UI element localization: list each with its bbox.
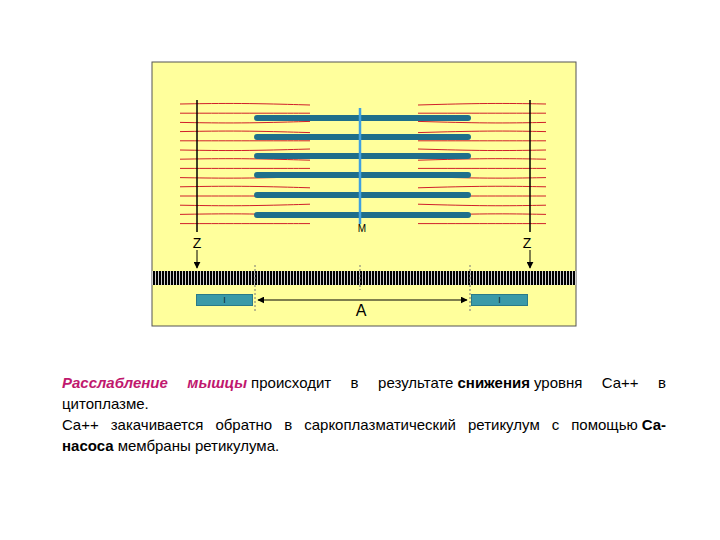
actin-filament bbox=[418, 140, 546, 141]
actin-filament bbox=[180, 186, 310, 188]
myosin-filament bbox=[257, 192, 468, 198]
z-label: Z bbox=[192, 236, 203, 250]
text-run: происходит в результате bbox=[251, 374, 453, 391]
actin-filament bbox=[418, 204, 546, 206]
actin-filament bbox=[418, 168, 546, 169]
actin-filament bbox=[418, 121, 546, 123]
myosin-filament bbox=[257, 172, 468, 178]
a-band-label: A bbox=[355, 303, 368, 319]
dimension-arrow bbox=[258, 300, 467, 301]
actin-filament bbox=[418, 131, 546, 133]
myosin-filament bbox=[257, 153, 468, 159]
actin-filament bbox=[180, 103, 310, 105]
text-run: мембраны ретикулума. bbox=[118, 437, 280, 454]
z-line bbox=[196, 100, 198, 232]
panel bbox=[152, 62, 576, 326]
text-run: Ca++ закачивается обратно в саркоплазмат… bbox=[62, 416, 638, 433]
actin-filament bbox=[418, 186, 546, 188]
actin-filament bbox=[180, 204, 310, 206]
text-run: снижения bbox=[458, 374, 530, 391]
z-line bbox=[529, 100, 531, 232]
band-tick bbox=[360, 265, 361, 290]
actin-filament bbox=[180, 149, 310, 151]
band-label: I bbox=[223, 296, 226, 305]
actin-filament bbox=[418, 149, 546, 151]
z-label: Z bbox=[522, 236, 533, 250]
striation-bar bbox=[152, 271, 576, 285]
actin-filament bbox=[180, 168, 310, 169]
myosin-filament bbox=[257, 134, 468, 140]
i-band: I bbox=[196, 294, 253, 306]
actin-filament bbox=[180, 140, 310, 141]
m-label: M bbox=[357, 224, 367, 234]
actin-filament bbox=[418, 113, 546, 114]
actin-filament bbox=[180, 223, 310, 224]
actin-filament bbox=[180, 113, 310, 114]
band-label: I bbox=[498, 296, 501, 305]
myosin-filaments bbox=[257, 118, 468, 215]
i-band: I bbox=[471, 294, 528, 306]
pointer-arrow bbox=[530, 250, 531, 268]
actin-filament bbox=[180, 131, 310, 133]
body-paragraph: Ca++ закачивается обратно в саркоплазмат… bbox=[62, 414, 666, 456]
band-tick bbox=[255, 265, 256, 312]
text-run: Расслабление мышцы bbox=[62, 374, 247, 391]
pointer-arrow bbox=[197, 250, 198, 268]
myosin-filament bbox=[257, 212, 468, 218]
actin-filament bbox=[418, 103, 546, 105]
m-line bbox=[359, 108, 362, 226]
actin-filament bbox=[180, 121, 310, 123]
actin-filament bbox=[418, 223, 546, 224]
body-paragraph: Расслабление мышцыпроисходит в результат… bbox=[62, 372, 666, 414]
myosin-filament bbox=[257, 115, 468, 121]
actin-filaments bbox=[180, 103, 546, 223]
